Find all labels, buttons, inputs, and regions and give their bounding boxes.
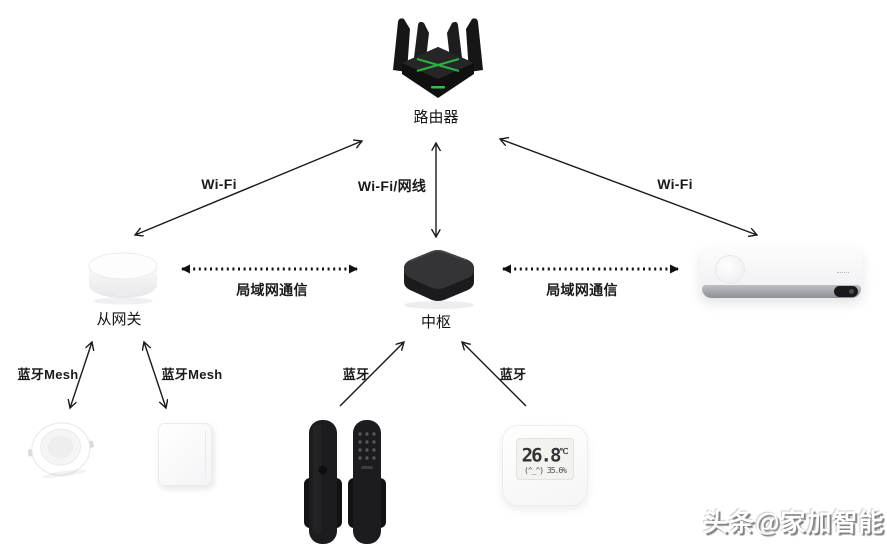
hub-label: 中枢	[420, 314, 452, 331]
ac-indicator-dots	[837, 272, 849, 277]
edge-label-lan-right: 局域网通信	[546, 282, 618, 298]
edge-label-wifi-ethernet: Wi-Fi/网线	[357, 178, 427, 194]
edge-label-bluetooth-right: 蓝牙	[499, 367, 527, 382]
edge-label-lan-left: 局域网通信	[236, 282, 308, 298]
edge-label-mesh-right: 蓝牙Mesh	[161, 367, 223, 382]
arrow-gateway-switch-mesh	[144, 342, 166, 408]
hub-icon	[404, 250, 474, 309]
sensor-humidity: (^_^) 35.6%	[524, 466, 567, 476]
edge-label-bluetooth-left: 蓝牙	[342, 367, 370, 382]
edge-label-wifi-right: Wi-Fi	[657, 176, 693, 192]
lock-keypad	[358, 432, 376, 460]
arrow-router-gateway-wifi	[135, 141, 362, 235]
gateway-icon	[88, 252, 158, 305]
ac-end-cap	[834, 286, 858, 297]
router-label: 路由器	[413, 109, 459, 126]
edge-label-mesh-left: 蓝牙Mesh	[17, 367, 79, 382]
arrow-gateway-downlight-mesh	[70, 342, 92, 408]
ac-round-emblem	[715, 255, 745, 284]
sensor-temperature: 26.8℃	[521, 444, 569, 467]
arrow-sensor-hub-bluetooth	[462, 342, 527, 407]
downlight-icon	[28, 422, 94, 479]
sensor-temp-unit: ℃	[559, 447, 569, 456]
sensor-lcd-display: 26.8℃ (^_^) 35.6%	[516, 438, 574, 480]
door-lock-icon	[304, 420, 386, 544]
arrow-router-ac-wifi	[500, 139, 757, 235]
edge-label-wifi-left: Wi-Fi	[201, 176, 237, 192]
router-icon	[393, 18, 483, 98]
watermark: 头条@家加智能	[703, 509, 885, 537]
air-conditioner-icon	[700, 246, 863, 298]
ac-bottom-band	[702, 285, 861, 298]
wall-switch-icon	[158, 423, 212, 486]
gateway-label: 从网关	[96, 311, 142, 328]
arrow-doorlock-hub-bluetooth	[339, 342, 404, 407]
temp-humidity-sensor-icon: 26.8℃ (^_^) 35.6%	[502, 425, 588, 506]
router-green-x	[416, 58, 460, 72]
